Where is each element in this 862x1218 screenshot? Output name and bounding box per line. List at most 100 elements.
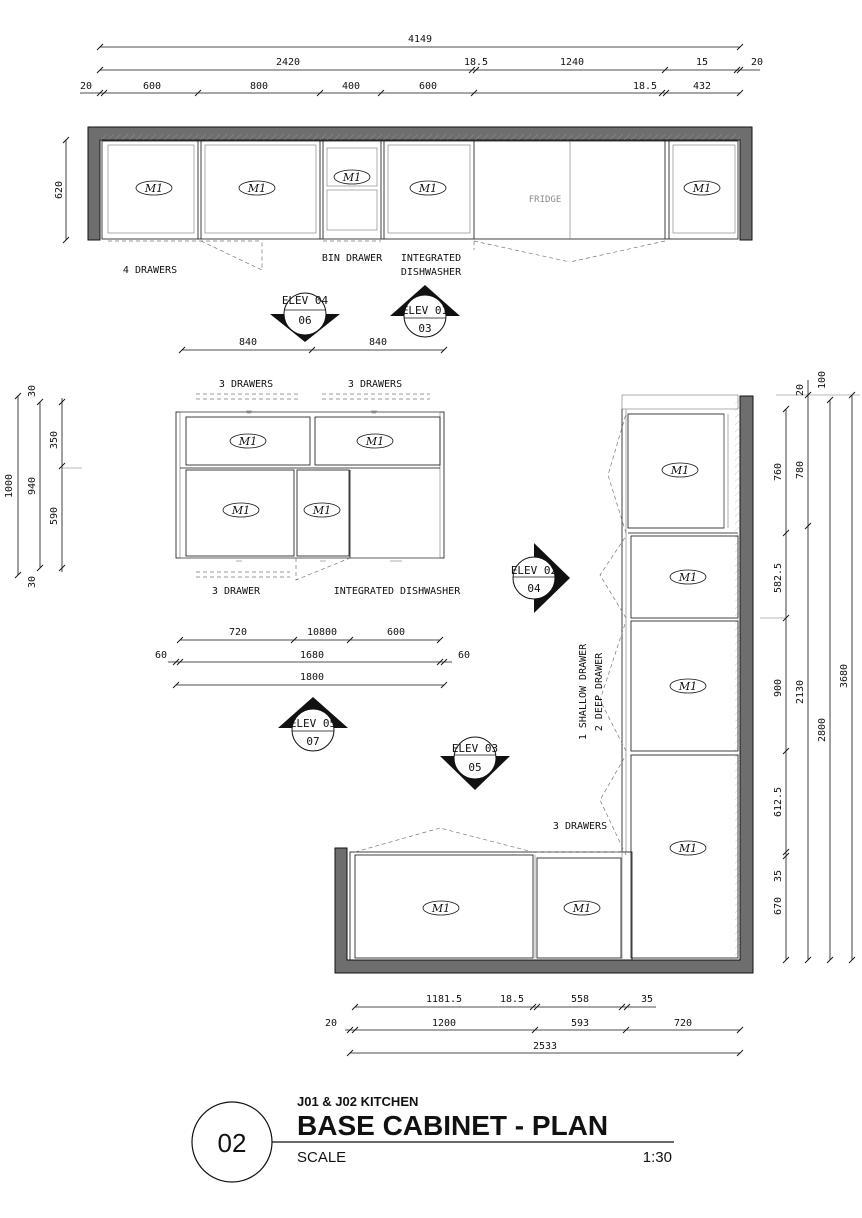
drawing-title: BASE CABINET - PLAN	[297, 1110, 608, 1141]
dim: 20	[751, 57, 763, 68]
island-dimensions: 840 840 1000 940 30 350 590 30 720 10800…	[4, 337, 470, 689]
elevation-marker: ELEV 05 07	[278, 697, 348, 752]
project-name: J01 & J02 KITCHEN	[297, 1094, 418, 1109]
cabinet-tag: M1	[247, 182, 266, 195]
dim: 20	[80, 81, 92, 92]
label-integrated-dishwasher: INTEGRATED DISHWASHER	[334, 586, 461, 597]
dim: 600	[419, 81, 437, 92]
label-3-drawers: 3 DRAWERS	[553, 821, 607, 832]
dim: 1200	[432, 1018, 456, 1029]
dim: 940	[27, 477, 38, 495]
dim: 60	[458, 650, 470, 661]
title-block: 02 J01 & J02 KITCHEN BASE CABINET - PLAN…	[191, 1094, 674, 1183]
elevation-number: 06	[298, 314, 311, 327]
dim: 30	[27, 385, 38, 397]
label-dishwasher-line2: DISHWASHER	[401, 267, 462, 278]
dim-depth: 620	[54, 181, 65, 199]
dim: 600	[143, 81, 161, 92]
dim: 840	[239, 337, 257, 348]
dim: 558	[571, 994, 589, 1005]
dim: 1181.5	[426, 994, 462, 1005]
cabinet-tag: M1	[692, 182, 711, 195]
dim: 20	[795, 384, 806, 396]
dim-overall: 4149	[408, 34, 432, 45]
top-dimensions: 4149 2420 18.5 1240 15 20 20 600 800 400…	[54, 34, 763, 244]
dim: 1680	[300, 650, 324, 661]
cabinet-tag: M1	[312, 504, 331, 517]
label-dishwasher-line1: INTEGRATED	[401, 253, 461, 264]
elevation-number: 05	[468, 761, 481, 774]
dim: 590	[49, 507, 60, 525]
island: M1 M1 M1 M1 3 DRAWERS 3 DRAWERS 3 DRAWER…	[4, 337, 470, 689]
elevation-label: ELEV 05	[290, 717, 336, 730]
cabinet-tag: M1	[342, 171, 361, 184]
dim: 2533	[533, 1041, 557, 1052]
dim: 35	[641, 994, 653, 1005]
island-cabinet-tags: M1 M1 M1 M1	[222, 433, 394, 518]
dim: 400	[342, 81, 360, 92]
label-deep-drawer: 2 DEEP DRAWER	[594, 652, 605, 731]
dim: 900	[773, 679, 784, 697]
label-3-drawers-right: 3 DRAWERS	[348, 379, 402, 390]
label-3-drawer: 3 DRAWER	[212, 586, 261, 597]
dim: 1800	[300, 672, 324, 683]
l-wall	[334, 395, 754, 974]
dim: 35	[773, 870, 784, 882]
dim: 15	[696, 57, 708, 68]
fridge-label: FRIDGE	[529, 195, 562, 205]
cabinet-tag: M1	[572, 902, 591, 915]
dim: 30	[27, 576, 38, 588]
cabinet-tag: M1	[231, 504, 250, 517]
top-cabinet-tags: M1 M1 M1 M1 M1	[135, 169, 721, 196]
l-run: M1 M1 M1 M1 M1 M1 3 DRAWERS 1 SHALLOW DR…	[325, 371, 860, 1057]
elevation-number: 04	[527, 582, 541, 595]
dim: 2800	[817, 718, 828, 742]
dim: 18.5	[464, 57, 488, 68]
cabinet-tag: M1	[418, 182, 437, 195]
dim: 780	[795, 461, 806, 479]
elevation-marker: ELEV 04 06	[270, 292, 340, 342]
l-dimensions-bottom: 1181.5 18.5 558 35 20 1200 593 720 2533	[325, 994, 744, 1057]
cabinet-tag: M1	[144, 182, 163, 195]
elevation-marker: ELEV 02 04	[511, 543, 570, 613]
top-run: M1 M1 M1 M1 M1 FRIDGE 4149 2420 18.5 124…	[54, 34, 763, 278]
cabinet-tag: M1	[678, 842, 697, 855]
dim: 10800	[307, 627, 337, 638]
drawing-number: 02	[218, 1128, 247, 1158]
dim: 582.5	[773, 563, 784, 593]
dim: 60	[155, 650, 167, 661]
dim: 432	[693, 81, 711, 92]
elevation-label: ELEV 04	[282, 294, 329, 307]
elevation-label: ELEV 01	[402, 304, 448, 317]
label-3-drawers-left: 3 DRAWERS	[219, 379, 273, 390]
dim: 350	[49, 431, 60, 449]
elevation-number: 07	[306, 735, 319, 748]
cabinet-tag: M1	[238, 435, 257, 448]
dim: 800	[250, 81, 268, 92]
dim: 600	[387, 627, 405, 638]
cabinet-tag: M1	[678, 680, 697, 693]
dim: 2130	[795, 680, 806, 704]
dim: 18.5	[500, 994, 524, 1005]
dim: 100	[817, 371, 828, 389]
dim: 18.5	[633, 81, 657, 92]
dim: 840	[369, 337, 387, 348]
top-counter	[101, 140, 739, 240]
dim: 720	[229, 627, 247, 638]
elevation-marker: ELEV 03 05	[440, 736, 510, 790]
dim: 593	[571, 1018, 589, 1029]
elevation-marker: ELEV 01 03	[390, 285, 460, 338]
dim: 760	[773, 463, 784, 481]
l-cabinet-tags: M1 M1 M1 M1 M1 M1	[422, 462, 707, 916]
dim: 612.5	[773, 787, 784, 817]
elevation-label: ELEV 02	[511, 564, 557, 577]
scale-label: SCALE	[297, 1149, 346, 1166]
dim: 20	[325, 1018, 337, 1029]
cabinet-tag: M1	[678, 571, 697, 584]
dim: 1240	[560, 57, 584, 68]
cabinet-tag: M1	[431, 902, 450, 915]
dim: 1000	[4, 474, 15, 498]
dim: 720	[674, 1018, 692, 1029]
dim: 2420	[276, 57, 300, 68]
